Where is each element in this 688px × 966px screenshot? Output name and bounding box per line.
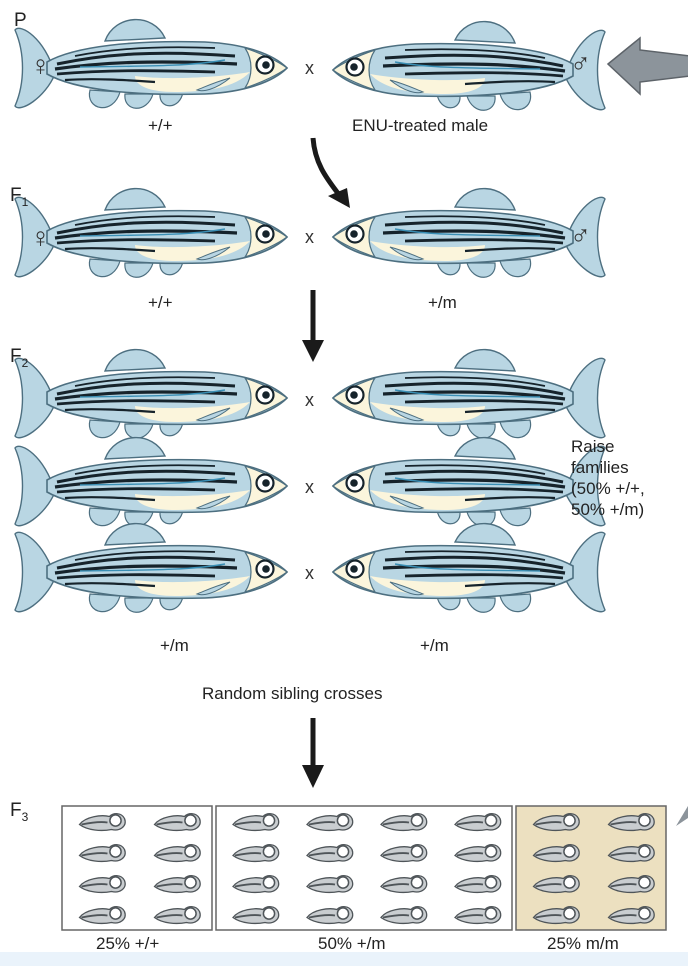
f2-fish-left-1 (13, 347, 289, 440)
cross-mark-p: x (305, 58, 314, 78)
female-symbol-icon: ♀ (30, 50, 51, 81)
down-arrow-head-icon-2 (302, 765, 324, 788)
f1-male-fish (331, 186, 607, 279)
f2-fish-left-2 (13, 435, 289, 528)
f3-label-mutant: 25% m/m (547, 934, 619, 953)
cross-mark-f2-2: x (305, 477, 314, 497)
female-symbol-icon-f1: ♀ (30, 222, 51, 253)
label-p-left: +/+ (148, 116, 173, 135)
label-f2-left: +/m (160, 636, 189, 655)
f1-female-fish (13, 186, 289, 279)
f3-label-heterozygous: 50% +/m (318, 934, 386, 953)
p-female-fish (13, 17, 289, 110)
curved-arrow-line (310, 137, 342, 198)
gen-label-f2: F2 (10, 346, 29, 370)
cross-mark-f1: x (305, 227, 314, 247)
male-symbol-icon: ♂ (570, 48, 591, 79)
f2-fish-right-3 (331, 521, 607, 614)
random-sibling-crosses-label: Random sibling crosses (202, 684, 383, 703)
pointer-arrow-icon (606, 36, 688, 96)
down-arrow-head-icon (302, 340, 324, 362)
male-symbol-icon-f1: ♂ (570, 220, 591, 251)
f2-fish-right-1 (331, 347, 607, 440)
label-f2-right: +/m (420, 636, 449, 655)
partial-arrow-icon (676, 806, 688, 826)
cross-mark-f2-3: x (305, 563, 314, 583)
cross-mark-f2-1: x (305, 390, 314, 410)
f3-label-wildtype: 25% +/+ (96, 934, 160, 953)
gen-label-p: P (14, 10, 27, 31)
curved-arrow-head-icon (328, 188, 350, 208)
label-f1-right: +/m (428, 293, 457, 312)
gen-label-f1: F1 (10, 185, 29, 209)
raise-families-note: Raise families (50% +/+, 50% +/m) (571, 437, 645, 519)
f2-fish-right-2 (331, 435, 607, 528)
p-male-fish (331, 19, 607, 112)
bottom-band (0, 952, 688, 966)
label-p-right: ENU-treated male (352, 116, 489, 135)
gen-label-f3: F3 (10, 800, 29, 824)
label-f1-left: +/+ (148, 293, 173, 312)
f2-fish-left-3 (13, 521, 289, 614)
